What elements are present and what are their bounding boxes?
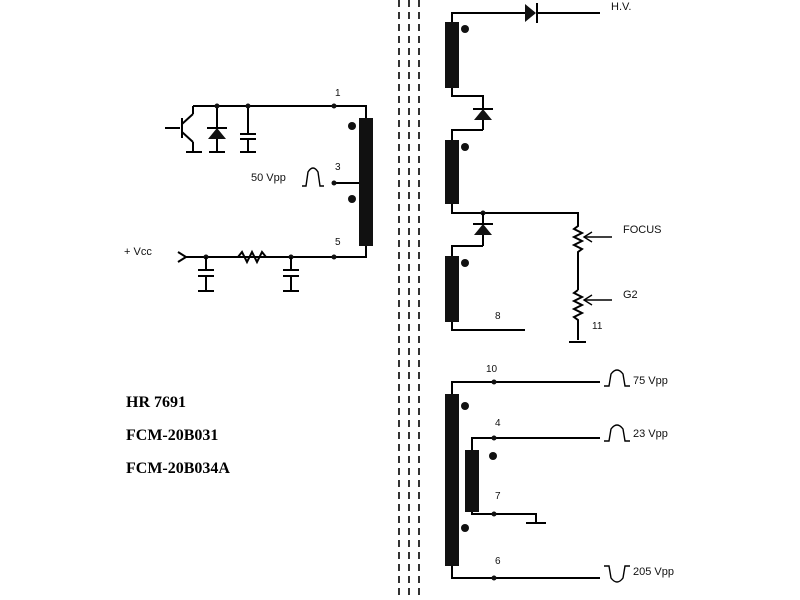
pin-6-label: 6 (495, 556, 501, 567)
primary-winding (186, 103, 373, 260)
transistor-symbol (165, 105, 213, 153)
pin-3-label: 3 (335, 162, 341, 173)
transformer-core (398, 0, 420, 600)
vpp-75-label: 75 Vpp (633, 375, 668, 387)
hv-output-diode (525, 3, 600, 23)
pin-8-label: 8 (495, 311, 501, 322)
aux-winding-small (465, 435, 600, 524)
vcc-input-arrow (177, 251, 188, 263)
model-number-1: HR 7691 (126, 394, 186, 411)
model-number-3: FCM-20B034A (126, 460, 230, 477)
focus-label: FOCUS (623, 224, 662, 236)
vpp-205-label: 205 Vpp (633, 566, 674, 578)
model-number-2: FCM-20B031 (126, 427, 218, 444)
pin-1-label: 1 (335, 88, 341, 99)
damper-diode (207, 103, 227, 153)
hv-winding-1 (445, 12, 525, 109)
pin-10-label: 10 (486, 364, 498, 375)
pulse-waveform-icon (302, 167, 324, 187)
vcc-label: + Vcc (124, 246, 152, 258)
pulse-23vpp-icon (604, 424, 630, 442)
vcc-resistor (237, 249, 267, 265)
aux-winding-main (445, 379, 600, 581)
hv-diode-2 (451, 108, 493, 140)
focus-potentiometer (571, 222, 612, 290)
vpp-23-label: 23 Vpp (633, 428, 668, 440)
pin-4-label: 4 (495, 418, 501, 429)
hv-winding-3 (445, 256, 525, 331)
pin-7-label: 7 (495, 491, 501, 502)
g2-potentiometer (569, 289, 612, 343)
hv-diode-3 (451, 213, 493, 256)
pin-5-label: 5 (335, 237, 341, 248)
vpp-50-label: 50 Vpp (251, 172, 286, 184)
vcc-capacitor-right (283, 254, 299, 292)
pulse-205vpp-icon (604, 565, 630, 583)
vcc-capacitor-left (198, 254, 214, 292)
hv-label: H.V. (611, 1, 631, 13)
hv-winding-2 (445, 140, 579, 222)
g2-label: G2 (623, 289, 638, 301)
pulse-75vpp-icon (604, 369, 630, 387)
pin-11-label: 11 (592, 321, 603, 332)
tuning-capacitor (240, 103, 256, 153)
